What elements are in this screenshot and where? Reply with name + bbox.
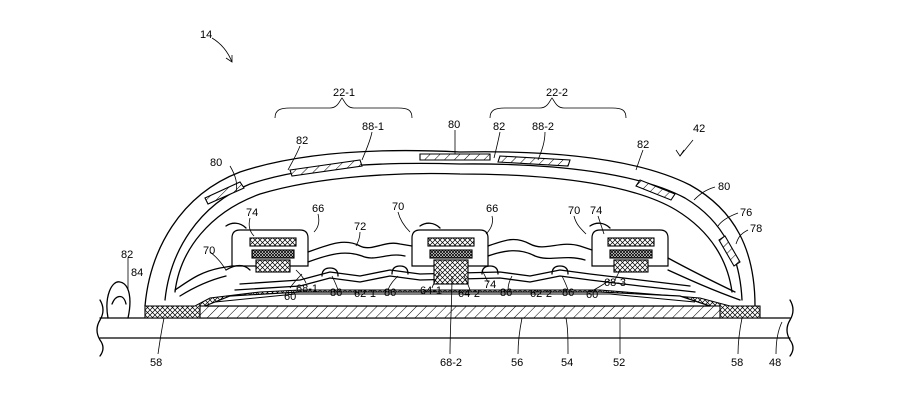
label-84: 84 xyxy=(131,267,143,279)
label-82-top-2: 82 xyxy=(493,121,505,133)
label-80-left: 80 xyxy=(210,157,222,169)
label-82-right: 82 xyxy=(637,139,649,151)
chip-module-left xyxy=(225,229,309,273)
label-82-top-1: 82 xyxy=(296,135,308,147)
label-80-right: 80 xyxy=(718,181,730,193)
label-68-3: 68-3 xyxy=(604,277,626,289)
label-64-1: 64-1 xyxy=(420,285,442,297)
label-58-left: 58 xyxy=(150,357,162,369)
label-56: 56 xyxy=(511,357,523,369)
label-68-1: 68-1 xyxy=(296,283,318,295)
label-22-2: 22-2 xyxy=(546,87,568,99)
leader-lines xyxy=(127,37,783,355)
label-82-far: 82 xyxy=(121,249,133,261)
label-88-2: 88-2 xyxy=(532,121,554,133)
dome-cover xyxy=(144,149,756,307)
chip-module-center xyxy=(411,229,489,285)
label-14: 14 xyxy=(200,29,212,41)
label-88-1: 88-1 xyxy=(362,121,384,133)
label-70-left: 70 xyxy=(203,245,215,257)
label-42: 42 xyxy=(693,123,705,135)
label-48: 48 xyxy=(769,357,781,369)
left-bump xyxy=(106,281,131,319)
label-52: 52 xyxy=(613,357,625,369)
label-66-left: 66 xyxy=(312,203,324,215)
label-68-2: 68-2 xyxy=(440,357,462,369)
label-86-b: 86 xyxy=(384,287,396,299)
label-64-2: 64-2 xyxy=(458,288,480,300)
label-54: 54 xyxy=(561,357,573,369)
label-74-mid: 74 xyxy=(484,279,496,291)
label-22-1: 22-1 xyxy=(333,87,355,99)
label-78: 78 xyxy=(750,223,762,235)
layer-56 xyxy=(199,305,721,319)
layer-60 xyxy=(204,291,711,307)
label-62-1: 62-1 xyxy=(354,288,376,300)
label-72: 72 xyxy=(354,221,366,233)
label-86-a: 86 xyxy=(330,287,342,299)
label-70-right: 70 xyxy=(568,205,580,217)
reference-labels: 14 22-1 22-2 80 82 88-1 82 88-2 42 82 80… xyxy=(121,29,781,369)
label-62-2: 62-2 xyxy=(530,288,552,300)
label-86-d: 86 xyxy=(562,287,574,299)
label-76: 76 xyxy=(740,207,752,219)
label-80-top: 80 xyxy=(448,119,460,131)
label-60-left: 60 xyxy=(284,291,296,303)
chip-module-right xyxy=(591,229,669,273)
label-70-center: 70 xyxy=(392,201,404,213)
label-58-right: 58 xyxy=(731,357,743,369)
label-74-left: 74 xyxy=(246,207,258,219)
label-60-right: 60 xyxy=(586,289,598,301)
label-66-right: 66 xyxy=(486,203,498,215)
label-86-c: 86 xyxy=(500,287,512,299)
label-74-right: 74 xyxy=(590,205,602,217)
